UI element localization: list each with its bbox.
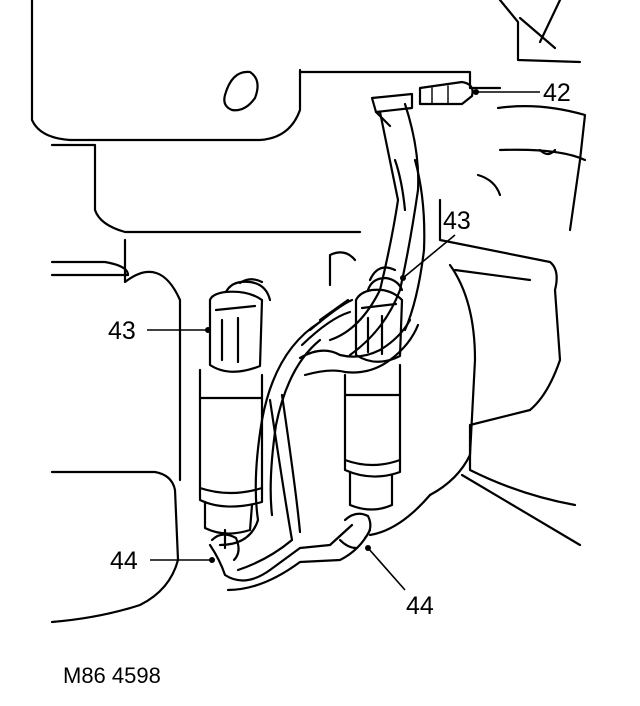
upper-connector — [370, 80, 474, 128]
left-pump — [198, 278, 272, 550]
leader-lines — [147, 89, 540, 591]
callout-42: 42 — [543, 79, 571, 107]
leader-43-upper — [402, 234, 456, 279]
body-panel-outline — [30, 0, 587, 624]
figure-reference: M86 4598 — [63, 663, 161, 688]
hose-harness — [298, 102, 426, 377]
callout-43-upper: 43 — [443, 207, 471, 235]
callout-44-lower: 44 — [406, 592, 434, 620]
leader-44-lower — [367, 547, 406, 591]
callout-44-left: 44 — [110, 547, 138, 575]
right-pump — [343, 266, 404, 511]
leader-42-dot — [473, 89, 479, 95]
callout-43-left: 43 — [108, 317, 136, 345]
delivery-hoses — [208, 320, 372, 592]
